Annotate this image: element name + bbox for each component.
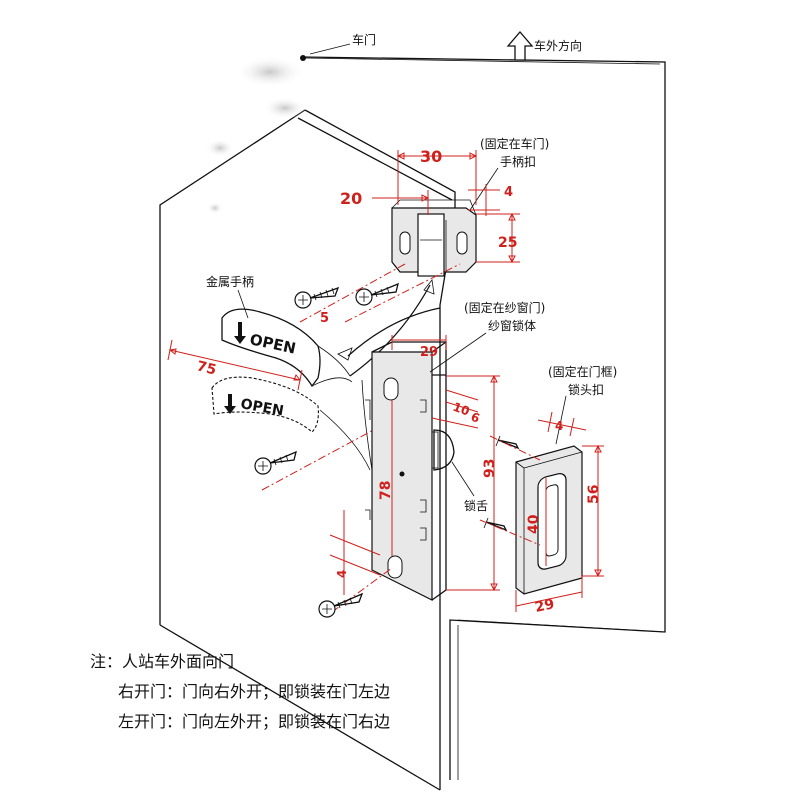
dimension-30 — [396, 150, 478, 205]
strike-leader — [555, 395, 567, 445]
dim-56-text: 56 — [586, 485, 602, 504]
lock-body-leader — [429, 332, 487, 373]
dim-40-text: 40 — [526, 514, 542, 534]
note-line-3: 左开门：门向左外开；即锁装在门右边 — [118, 712, 391, 731]
open-arrow-icon — [224, 394, 236, 414]
dimension-4-body — [329, 510, 381, 595]
dimension-25 — [476, 212, 520, 264]
dim-20-text: 20 — [340, 189, 362, 208]
screw-axis-line — [299, 263, 406, 323]
handle-swing-arc — [319, 409, 371, 471]
dimension-93 — [446, 374, 500, 592]
dim-93-text: 93 — [482, 459, 498, 478]
lock-head-buckle — [515, 445, 583, 595]
dim-4-body-text: 4 — [335, 570, 349, 578]
handle-buckle-leader — [469, 167, 499, 211]
dim-10-text: 10 — [451, 400, 471, 419]
blur-artifact — [235, 56, 305, 88]
blur-artifact — [206, 139, 234, 157]
metal-handle-ghost — [211, 376, 319, 433]
blur-artifact — [263, 97, 307, 119]
screen-lock-body-label: 纱窗锁体 — [488, 318, 536, 333]
metal-handle-label: 金属手柄 — [206, 274, 254, 289]
open-text-2: OPEN — [239, 396, 285, 419]
dim-6-text: 6 — [469, 410, 482, 426]
body-fixed-label: (固定在纱窗门) — [464, 300, 545, 315]
dimension-75 — [167, 339, 303, 391]
metal-handle — [221, 308, 353, 388]
car-door-leader — [309, 43, 351, 55]
dim-30-text: 30 — [420, 147, 442, 166]
handle-fixed-label: (固定在车门) — [480, 136, 549, 151]
screw-strike-top — [495, 435, 520, 450]
handle-swing-arc — [361, 379, 373, 471]
screw-mid-left — [254, 450, 297, 475]
note-line-2: 右开门：门向右外开；即锁装在门左边 — [118, 682, 391, 701]
dim-75-text: 75 — [195, 358, 218, 378]
dim-25-text: 25 — [498, 235, 517, 251]
latch-leader — [451, 461, 475, 497]
metal-handle-leader — [237, 289, 249, 319]
door-corner-mark — [300, 55, 306, 61]
swing-arrow-icon — [423, 279, 435, 295]
dimension-20 — [372, 190, 430, 215]
dimension-29-strike — [515, 576, 583, 612]
screw-axis-line — [344, 263, 461, 323]
screw-bottom-left — [318, 592, 364, 618]
dimension-56 — [582, 444, 604, 578]
dimension-4-strike — [537, 411, 587, 437]
handle-buckle-label: 手柄扣 — [500, 155, 536, 169]
latch-label: 锁舌 — [464, 498, 488, 513]
outside-direction-label: 车外方向 — [534, 38, 582, 53]
handle-buckle — [391, 199, 477, 277]
screw-top-right — [355, 282, 399, 306]
dim-5-text: 5 — [320, 311, 329, 326]
screw-strike-bottom — [483, 517, 508, 532]
car-door-label: 车门 — [352, 32, 376, 47]
screw-axis-line — [489, 435, 541, 461]
note-line-1: 注：人站车外面向门 — [90, 652, 235, 671]
dimension-10-6 — [431, 389, 479, 429]
screw-top-left — [294, 286, 340, 309]
swing-arrow-icon — [337, 347, 353, 361]
dim-78-text: 78 — [378, 481, 394, 500]
blur-artifact — [207, 202, 223, 214]
handle-swing-arc — [347, 307, 441, 357]
dim-4-strike-text: 4 — [555, 419, 563, 433]
dimension-4-top — [468, 184, 500, 216]
open-text-1: OPEN — [248, 330, 297, 357]
dim-4-top-text: 4 — [504, 185, 513, 200]
screen-lock-body — [365, 341, 455, 601]
dimension-29-body — [391, 335, 447, 350]
dim-29-strike-text: 29 — [534, 596, 556, 616]
screw-axis-line — [479, 519, 541, 546]
open-arrow-icon — [234, 322, 246, 344]
screw-axis-line — [261, 419, 393, 491]
handle-swing-arc — [349, 284, 431, 377]
frame-fixed-label: (固定在门框) — [548, 364, 617, 379]
lock-head-buckle-label: 锁头扣 — [568, 382, 604, 397]
dim-29-body-text: 29 — [420, 345, 438, 360]
outside-direction-arrow-icon — [506, 31, 534, 61]
